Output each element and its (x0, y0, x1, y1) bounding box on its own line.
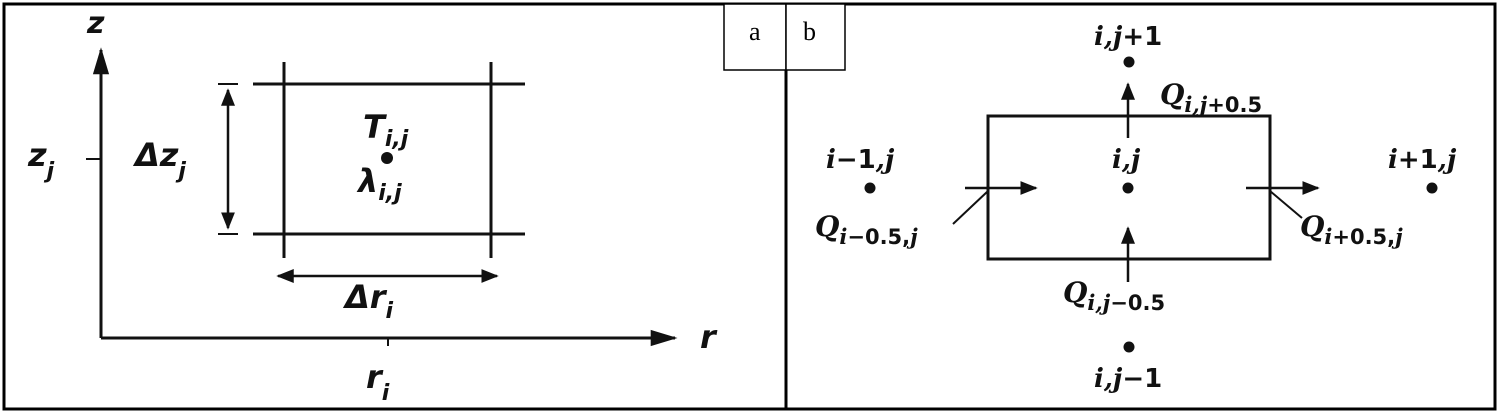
delta-z-label: Δzj (132, 136, 186, 184)
node-center-label: i,j (1112, 145, 1141, 175)
z-axis-label: z (86, 6, 105, 41)
leader-right (1269, 190, 1303, 219)
panel-a: z r zj ri Δzj Δri Ti, (27, 6, 718, 406)
node-point-a (381, 152, 393, 164)
flux-left-label: Qi−0.5,j (815, 210, 918, 249)
panel-tag-a: a (723, 3, 787, 71)
flux-top-label: Qi,j+0.5 (1160, 78, 1262, 117)
panel-b: i,j i,j+1 i,j−1 i−1,j i+1,j Qi,j+0.5 Qi,… (815, 22, 1457, 394)
r-tick-label: ri (366, 358, 390, 406)
r-axis-label: r (700, 318, 718, 356)
node-bottom (1123, 341, 1135, 353)
panel-tag-a-text: a (749, 17, 761, 46)
node-left-label: i−1,j (826, 145, 895, 175)
delta-r-label: Δri (342, 278, 394, 324)
node-bottom-label: i,j−1 (1094, 364, 1162, 394)
node-top-label: i,j+1 (1094, 22, 1162, 52)
conductivity-label: λi,j (356, 162, 402, 206)
temperature-label: Ti,j (363, 108, 409, 152)
panel-tag-b: b (785, 3, 846, 71)
node-top (1123, 56, 1135, 68)
node-center (1122, 182, 1134, 194)
panel-tag-b-text: b (803, 17, 816, 46)
z-tick-label: zj (27, 136, 55, 184)
node-left (864, 182, 876, 194)
flux-bottom-label: Qi,j−0.5 (1063, 276, 1165, 315)
flux-right-label: Qi+0.5,j (1300, 210, 1403, 249)
leader-left (952, 190, 989, 225)
node-right (1426, 182, 1438, 194)
node-right-label: i+1,j (1388, 145, 1457, 175)
